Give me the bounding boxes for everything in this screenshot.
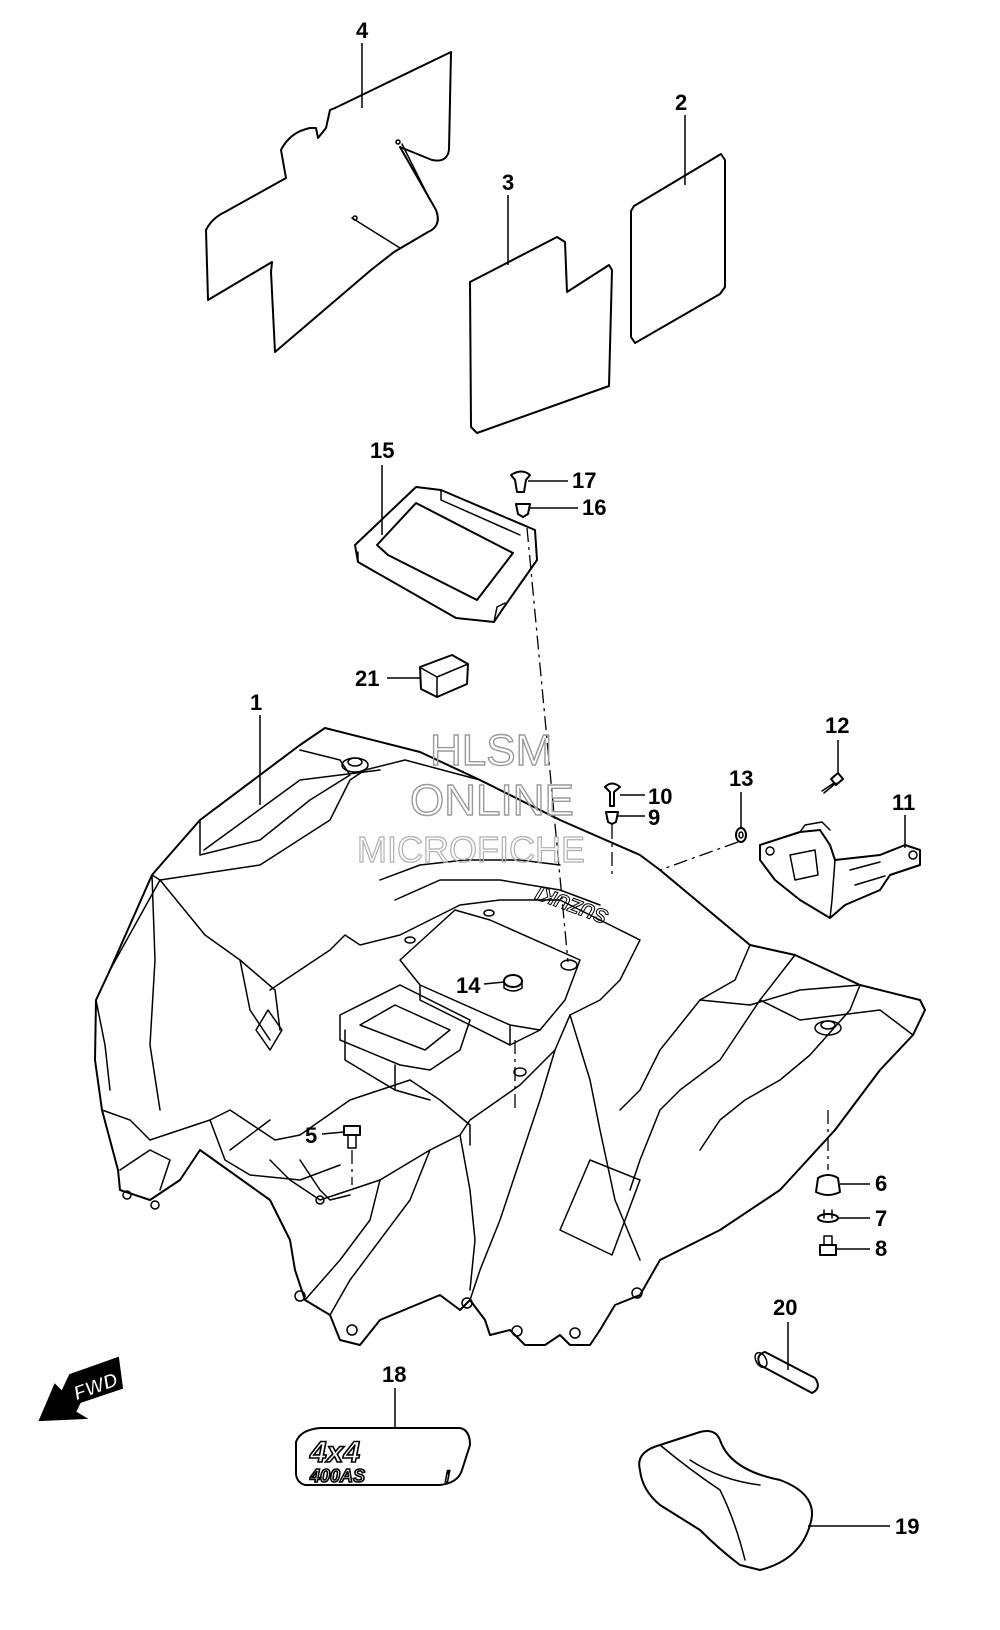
watermark-line-1: HLSM (430, 726, 552, 775)
callout-5: 5 (305, 1123, 317, 1148)
callout-6: 6 (875, 1171, 887, 1196)
callout-19: 19 (895, 1514, 919, 1539)
part-14-grommet[interactable] (503, 974, 523, 992)
callout-3: 3 (502, 170, 514, 195)
fwd-direction-badge: FWD (38, 1356, 124, 1422)
callout-21: 21 (355, 666, 379, 691)
callout-12: 12 (825, 713, 849, 738)
callout-8: 8 (875, 1236, 887, 1261)
fwd-arrow-icon (38, 1356, 124, 1422)
callout-11: 11 (892, 790, 915, 815)
part-17-screw[interactable] (510, 470, 531, 493)
callout-15: 15 (370, 438, 394, 463)
callout-18: 18 (382, 1362, 406, 1387)
fender-logo-text: SUZUKI (533, 881, 611, 927)
callout-16: 16 (582, 495, 606, 520)
part-21-block[interactable] (419, 654, 469, 698)
part-2-decal[interactable] (630, 153, 726, 344)
part-5-bolt[interactable] (343, 1125, 361, 1149)
callouts: 1 2 3 4 5 6 7 8 9 10 11 12 13 (250, 18, 919, 1539)
watermark-line-2: ONLINE (410, 776, 574, 825)
callout-9: 9 (648, 805, 660, 830)
part-16-nut[interactable] (515, 503, 531, 518)
emblem-4x4-text: 4x4 (309, 1436, 360, 1469)
emblem-suffix-text: i (445, 1469, 450, 1486)
part-10-screw[interactable] (604, 782, 621, 807)
emblem-model-text: 400AS (309, 1466, 365, 1486)
callout-10: 10 (648, 784, 672, 809)
callout-1: 1 (250, 690, 262, 715)
part-7-collar[interactable] (817, 1209, 839, 1223)
part-9-nut[interactable] (605, 811, 619, 825)
part-19-cushion[interactable] (638, 1430, 813, 1571)
part-1-rear-fender[interactable]: SUZUKI (94, 727, 926, 1346)
callout-20: 20 (773, 1295, 797, 1320)
part-6-grommet[interactable] (815, 1174, 841, 1196)
watermark: HLSM ONLINE MICROFICHE (356, 725, 585, 870)
part-20-tube[interactable] (753, 1351, 819, 1394)
part-3-decal[interactable] (469, 236, 613, 434)
part-11-bracket[interactable] (759, 821, 921, 919)
watermark-line-3: MICROFICHE (357, 829, 585, 870)
part-18-emblem[interactable]: 4x4 400AS i (294, 1427, 471, 1487)
callout-17: 17 (572, 468, 596, 493)
connection-lines (351, 527, 829, 1185)
callout-13: 13 (729, 766, 753, 791)
callout-2: 2 (675, 90, 687, 115)
part-4-decal[interactable] (205, 51, 452, 353)
callout-14: 14 (456, 973, 481, 998)
part-13-washer[interactable] (735, 827, 747, 843)
part-15-tray[interactable] (354, 486, 538, 623)
part-12-screw[interactable] (821, 772, 844, 794)
callout-7: 7 (875, 1206, 887, 1231)
part-8-bolt[interactable] (819, 1235, 837, 1256)
callout-4: 4 (356, 18, 369, 43)
